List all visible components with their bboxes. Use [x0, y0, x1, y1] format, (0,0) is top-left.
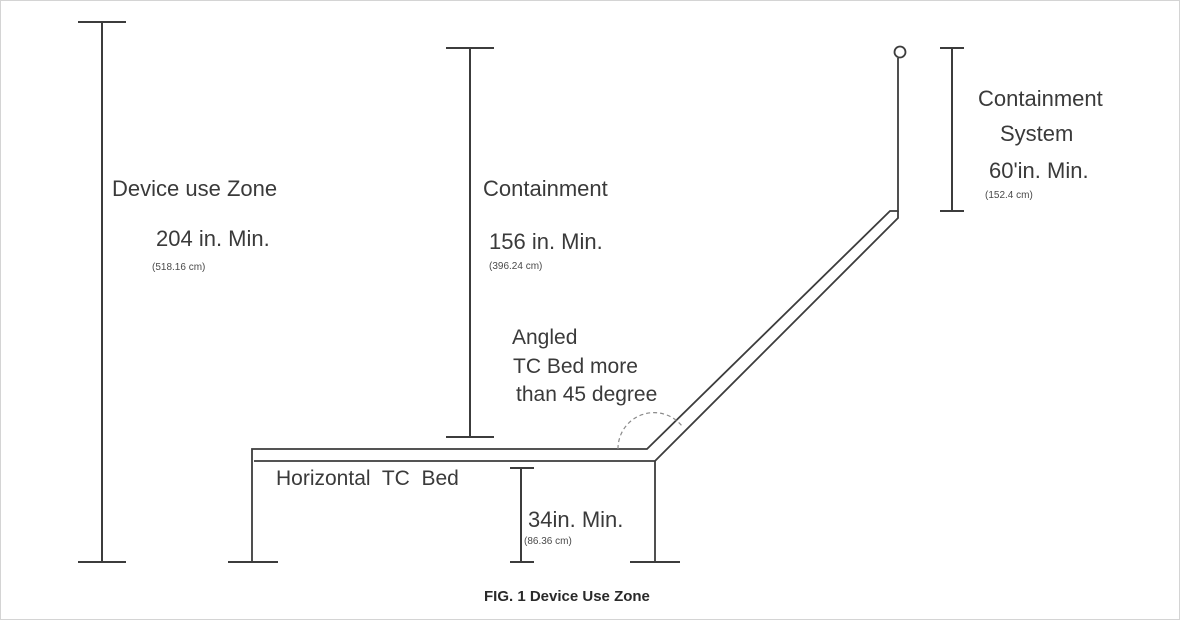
containment-system-dimension: [940, 47, 964, 212]
horizontal-bed-label: Horizontal TC Bed: [276, 467, 459, 490]
containment-title: Containment: [483, 176, 608, 201]
bed-height-value: 34in. Min.: [528, 507, 623, 532]
bed-height-metric: (86.36 cm): [524, 536, 572, 547]
containment-anchor-ring: [893, 45, 907, 59]
device-zone-title: Device use Zone: [112, 176, 277, 201]
angled-bed-line1: Angled: [512, 326, 577, 349]
tc-bed-lower-edge: [254, 211, 899, 462]
containment-system-metric: (152.4 cm): [985, 190, 1033, 201]
containment-dimension: [446, 47, 494, 438]
tc-bed: [228, 45, 907, 563]
containment-metric: (396.24 cm): [489, 261, 542, 272]
device-zone-dimension: [78, 21, 126, 563]
containment-system-title-line2: System: [1000, 121, 1073, 146]
containment-system-value: 60'in. Min.: [989, 158, 1089, 183]
bed-height-dimension: [510, 467, 534, 563]
angle-arc: [617, 412, 683, 450]
containment-value: 156 in. Min.: [489, 229, 603, 254]
containment-system-title-line1: Containment: [978, 86, 1103, 111]
tc-bed-upper-edge: [251, 58, 899, 562]
device-zone-metric: (518.16 cm): [152, 262, 205, 273]
angled-bed-line3: than 45 degree: [516, 383, 657, 406]
figure-caption: FIG. 1 Device Use Zone: [484, 588, 650, 605]
device-zone-value: 204 in. Min.: [156, 226, 270, 251]
angled-bed-line2: TC Bed more: [513, 355, 638, 378]
